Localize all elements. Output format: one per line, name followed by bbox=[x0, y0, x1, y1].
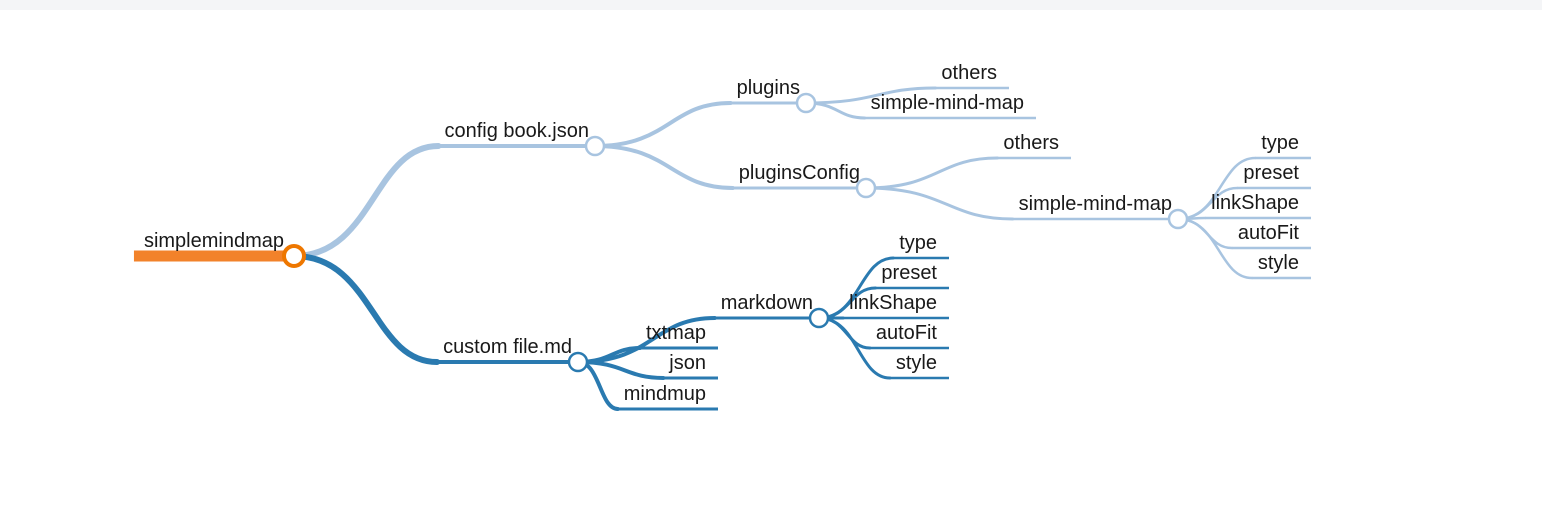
node-toggle-circle[interactable] bbox=[1167, 208, 1189, 230]
mindmap-link bbox=[593, 101, 733, 148]
mindmap-link bbox=[1176, 217, 1254, 280]
node-toggle-circle[interactable] bbox=[795, 92, 817, 114]
node-label[interactable]: preset bbox=[1243, 162, 1299, 184]
node-label[interactable]: json bbox=[668, 352, 706, 374]
top-chrome-strip bbox=[0, 0, 1542, 10]
mindmap-link bbox=[291, 253, 441, 365]
node-label[interactable]: others bbox=[941, 62, 997, 84]
node-label[interactable]: style bbox=[896, 352, 937, 374]
node-label[interactable]: linkShape bbox=[1211, 192, 1299, 214]
node-label[interactable]: mindmup bbox=[624, 383, 706, 405]
node-label[interactable]: custom file.md bbox=[443, 336, 572, 358]
mindmap-link bbox=[864, 156, 999, 190]
mindmap-link bbox=[593, 144, 735, 190]
node-label[interactable]: linkShape bbox=[849, 292, 937, 314]
node-label[interactable]: type bbox=[1261, 132, 1299, 154]
node-label[interactable]: pluginsConfig bbox=[739, 162, 860, 184]
node-label[interactable]: autoFit bbox=[876, 322, 938, 344]
mindmap-link bbox=[817, 316, 892, 380]
node-toggle-circle[interactable] bbox=[584, 135, 606, 157]
root-node-label[interactable]: simplemindmap bbox=[144, 230, 284, 252]
node-label[interactable]: preset bbox=[881, 262, 937, 284]
node-label[interactable]: simple-mind-map bbox=[1019, 193, 1172, 215]
node-label[interactable]: simple-mind-map bbox=[871, 92, 1024, 114]
node-label[interactable]: others bbox=[1003, 132, 1059, 154]
mindmap-link bbox=[864, 186, 1015, 221]
node-label[interactable]: markdown bbox=[721, 292, 813, 314]
mindmap-link bbox=[291, 143, 442, 259]
node-label[interactable]: style bbox=[1258, 252, 1299, 274]
mindmap-link bbox=[576, 360, 666, 380]
node-label[interactable]: plugins bbox=[737, 77, 800, 99]
node-toggle-circle[interactable] bbox=[282, 244, 306, 268]
node-label[interactable]: autoFit bbox=[1238, 222, 1300, 244]
mindmap-link bbox=[804, 86, 937, 105]
node-toggle-circle[interactable] bbox=[808, 307, 830, 329]
node-toggle-circle[interactable] bbox=[567, 351, 589, 373]
node-label[interactable]: txtmap bbox=[646, 322, 706, 344]
node-label[interactable]: config book.json bbox=[444, 120, 589, 142]
node-label[interactable]: type bbox=[899, 232, 937, 254]
node-toggle-circle[interactable] bbox=[855, 177, 877, 199]
